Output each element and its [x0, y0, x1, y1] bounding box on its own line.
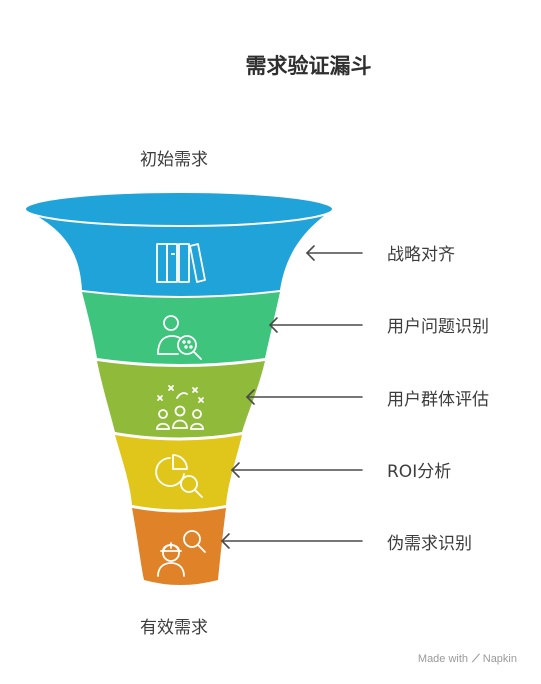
funnel-rim	[24, 191, 334, 227]
watermark-prefix: Made with	[417, 653, 469, 665]
stage-label-pseudo-demand: 伪需求识别	[387, 534, 472, 554]
napkin-watermark: Made with⟋Napkin	[418, 653, 517, 666]
stage-label-user-group: 用户群体评估	[387, 390, 489, 410]
funnel-input-label: 初始需求	[140, 150, 208, 170]
napkin-logo-icon: ⟋	[472, 653, 480, 665]
funnel-stage-4	[115, 435, 242, 510]
funnel-stage-5	[132, 508, 226, 585]
pie-chart-search-icon	[155, 454, 203, 498]
worker-search-icon	[157, 530, 206, 577]
user-search-icon	[157, 315, 202, 360]
diagram-title: 需求验证漏斗	[245, 54, 372, 78]
stage-label-strategy: 战略对齐	[387, 245, 455, 265]
stage-label-roi: ROI分析	[387, 462, 452, 482]
funnel-stage-2	[82, 292, 280, 364]
funnel-output-label: 有效需求	[140, 618, 208, 638]
stage-arrows	[220, 245, 363, 549]
stage-label-user-problem: 用户问题识别	[387, 317, 489, 337]
watermark-name: Napkin	[482, 653, 517, 665]
funnel-stage-3	[97, 361, 265, 438]
books-icon	[156, 243, 206, 283]
user-group-icon	[156, 385, 204, 430]
